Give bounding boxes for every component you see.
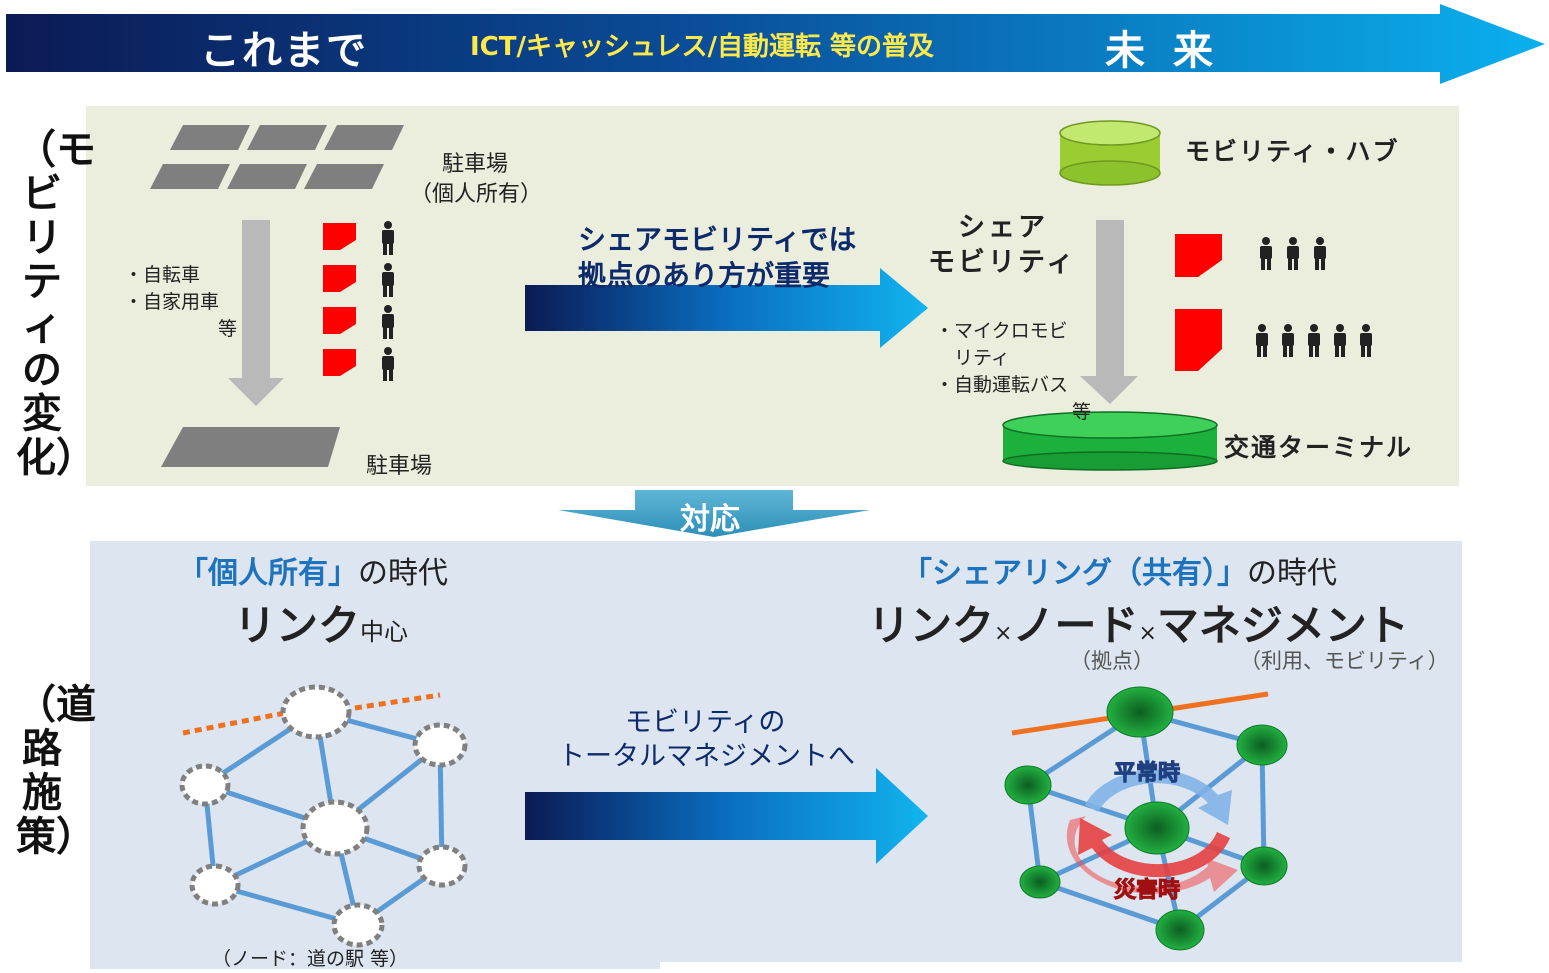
connector-arrow	[558, 490, 870, 537]
share-mobility-label-1: シェア	[958, 212, 1048, 243]
right-title-link: リンク	[868, 601, 995, 650]
vehicle-item-bicycle: ・自転車	[124, 264, 201, 286]
share-item-3: ・自動運転バス	[935, 374, 1069, 396]
left-era-quote: 「個人所有」	[178, 556, 358, 591]
share-item-2: リティ	[935, 347, 1010, 369]
share-item-1: ・マイクロモビ	[935, 320, 1068, 342]
road-policy-panel	[90, 541, 1462, 969]
right-title: リンク×ノード×マネジメント	[868, 592, 1409, 653]
right-title-mgmt: マネジメント	[1156, 601, 1409, 650]
network-caption: （ノード：道の駅 等）	[212, 948, 409, 970]
mgmt-arrow-text-1: モビリティの	[625, 707, 786, 738]
banner-middle-label: ICT/キャッシュレス/自動運転 等の普及	[470, 32, 935, 62]
person-icon	[382, 221, 394, 381]
parking-top-label: 駐車場	[442, 152, 509, 177]
down-arrow-icon	[228, 220, 284, 406]
parking-bottom-label: 駐車場	[366, 454, 433, 479]
left-era-heading: 「個人所有」の時代	[178, 548, 448, 592]
cycle-arrow-icon	[1066, 769, 1238, 894]
banner-future-label: 未来	[1105, 28, 1241, 74]
mobility-change-side-label: （モビリティの変化）	[16, 127, 96, 481]
right-era-heading: 「シェアリング（共有）」の時代	[902, 548, 1337, 592]
parking-lot-icon	[150, 125, 404, 189]
connector-label: 対応	[680, 502, 740, 537]
left-title-sub: 中心	[360, 618, 409, 646]
right-network-diagram	[1004, 686, 1288, 951]
banner-past-label: これまで	[200, 28, 368, 74]
person-icon	[1256, 237, 1372, 357]
share-mobility-label-2: モビリティ	[928, 247, 1077, 278]
disaster-time-label: 災害時	[1113, 878, 1181, 904]
node-note: （拠点）	[1070, 649, 1154, 673]
left-title: リンク中心	[234, 592, 408, 653]
right-era-suffix: の時代	[1247, 556, 1337, 591]
vehicle-item-car: ・自家用車	[124, 291, 220, 313]
parking-lot-icon	[161, 427, 340, 467]
parking-top-owner-label: （個人所有）	[410, 182, 543, 207]
left-network-diagram	[179, 684, 468, 948]
footer-strip	[660, 962, 1549, 973]
mgmt-arrow-text-2: トータルマネジメントへ	[558, 741, 855, 772]
times-symbol-1: ×	[994, 621, 1013, 646]
right-era-quote: 「シェアリング（共有）」	[902, 556, 1247, 591]
era-banner	[6, 4, 1545, 84]
normal-time-label: 平常時	[1113, 761, 1181, 787]
red-flag-icon	[323, 223, 356, 376]
vehicle-list-suffix: 等	[218, 318, 238, 340]
right-arrow-icon	[525, 268, 928, 348]
share-arrow-text-2: 拠点のあり方が重要	[578, 259, 831, 292]
left-era-suffix: の時代	[358, 556, 448, 591]
mobility-hub-label: モビリティ・ハブ	[1185, 137, 1400, 166]
right-arrow-icon	[525, 768, 928, 864]
green-cylinder-icon	[1059, 120, 1161, 186]
share-arrow-text-1: シェアモビリティでは	[578, 223, 857, 256]
share-list-suffix: 等	[1072, 401, 1092, 423]
green-cylinder-icon	[1002, 411, 1218, 471]
down-arrow-icon	[1080, 220, 1138, 404]
left-title-main: リンク	[234, 601, 361, 650]
red-flag-icon	[1175, 234, 1222, 371]
times-symbol-2: ×	[1138, 621, 1157, 646]
right-title-node: ノード	[1012, 601, 1139, 650]
mgmt-note: （利用、モビリティ）	[1240, 649, 1449, 673]
transit-terminal-label: 交通ターミナル	[1224, 433, 1414, 462]
